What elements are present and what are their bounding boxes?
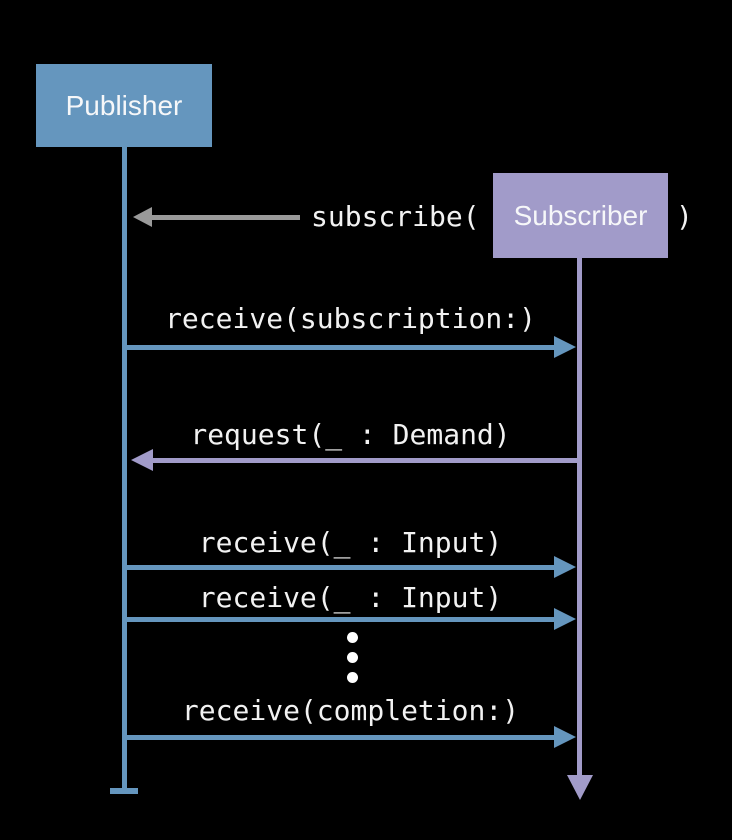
publisher-terminator-bar (110, 788, 138, 794)
subscriber-actor-box: Subscriber (493, 173, 668, 258)
subscriber-lifeline (577, 258, 582, 776)
ellipsis-dot (347, 672, 358, 683)
publisher-actor-box: Publisher (36, 64, 212, 147)
subscriber-lifeline-arrowhead-icon (567, 775, 593, 800)
message-label-receive-subscription: receive(subscription:) (165, 302, 536, 335)
message-arrow-line (126, 345, 554, 350)
message-arrowhead-right-icon (554, 726, 576, 748)
message-label-request-demand: request(_ : Demand) (190, 418, 511, 451)
message-arrowhead-left-icon (131, 449, 153, 471)
message-label-receive-input-2: receive(_ : Input) (198, 581, 503, 614)
subscribe-call-prefix: subscribe( (311, 200, 480, 233)
subscriber-actor-label: Subscriber (513, 199, 648, 231)
message-arrowhead-right-icon (554, 608, 576, 630)
message-arrowhead-right-icon (554, 336, 576, 358)
ellipsis-dot (347, 652, 358, 663)
message-arrow-line (153, 458, 582, 463)
message-label-receive-completion: receive(completion:) (181, 694, 520, 727)
message-arrow-line (126, 565, 554, 570)
publisher-lifeline (122, 147, 127, 788)
message-arrow-line (126, 617, 554, 622)
message-label-receive-input-1: receive(_ : Input) (198, 526, 503, 559)
subscribe-call-suffix: ) (676, 200, 693, 233)
message-arrow-line (126, 735, 554, 740)
ellipsis-dot (347, 632, 358, 643)
subscribe-arrow-line (152, 215, 300, 220)
subscribe-arrowhead-left-icon (133, 207, 152, 227)
publisher-actor-label: Publisher (65, 89, 183, 121)
message-arrowhead-right-icon (554, 556, 576, 578)
